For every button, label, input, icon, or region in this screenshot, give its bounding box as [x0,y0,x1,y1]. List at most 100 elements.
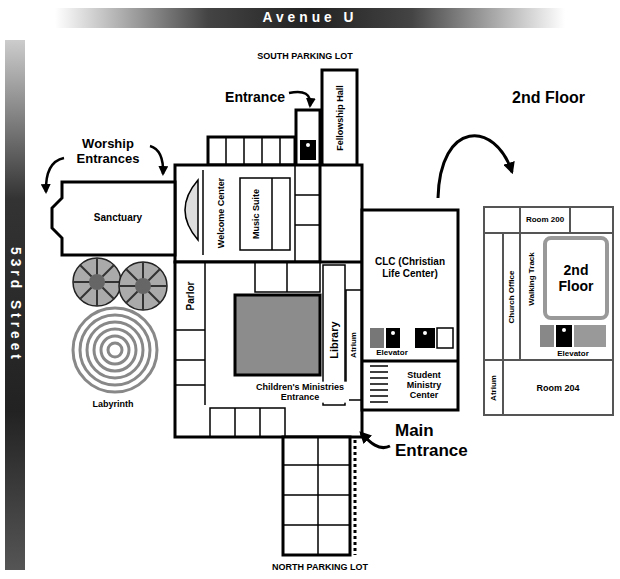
elevator-label: Elevator [375,348,409,357]
partition [255,262,320,292]
restroom-icon [300,140,316,160]
labyrinth [73,308,157,392]
room-label: Student Ministry Center [396,370,452,401]
partition [283,437,350,555]
wall [320,165,362,265]
restroom-icon [423,331,427,335]
labyrinth [87,322,143,378]
room-label: Library [328,293,341,387]
stage [185,180,198,240]
partition [235,408,260,437]
room: Room 200 [520,207,570,233]
street-band [5,40,25,570]
room: Atrium [484,360,503,415]
room: Fellowship Hall [324,72,356,164]
tree [73,258,121,306]
lot-label: SOUTH PARKING LOT [256,51,353,61]
labyrinth [80,315,150,385]
room: CLC (Christian Life Center) [364,212,456,322]
callout-arrow [46,158,64,192]
callout-arrow [361,433,390,448]
restroom-icon [391,331,395,335]
street-band: Avenue U [55,8,565,28]
elevator-icon [437,328,453,348]
room-label: Fellowship Hall [335,75,345,161]
room: Welcome Center [205,168,237,258]
labyrinth [101,336,129,364]
tree [119,262,167,310]
wall [175,262,362,437]
room-label: Atrium [489,363,498,412]
labyrinth [108,343,122,357]
room: Library [324,290,344,390]
room-label: Walking Track [527,237,536,321]
room: Walking Track [522,234,542,324]
wall [362,210,458,410]
restroom-icon [415,328,435,348]
entrance-label: Main Entrance [394,421,506,460]
street-band [55,8,565,28]
room: Student Ministry Center [392,363,456,408]
wall [208,137,295,165]
partition [484,233,613,415]
elevator-label: Elevator [556,349,590,358]
restroom-icon [386,328,400,348]
partition [286,262,288,292]
room: Room 204 [503,360,613,415]
partition [175,262,205,405]
walking-track: 2nd Floor [546,239,606,317]
room-label: Parlor [185,267,197,325]
street-band: 53rd Street [5,40,25,570]
wall [175,165,322,262]
labyrinth [94,329,136,371]
room-label: 53rd Street [7,205,23,405]
callout-arrow [438,136,512,198]
tree [89,274,105,290]
entrance-label: Children's Ministries Entrance [251,382,349,403]
elevator-icon [574,325,606,347]
room-label: Room 204 [507,382,609,392]
room-label: Music Suite [251,183,261,245]
walking-track [545,238,607,318]
floor-heading: 2nd Floor [489,89,609,107]
callout-arrow [150,146,163,174]
courtyard [235,295,320,375]
room-label: Room 200 [524,215,566,224]
room-label: Atrium [349,295,358,395]
entrance-label: Worship Entrances [67,137,149,167]
room-label: Church Office [507,237,516,357]
restroom-icon [556,325,572,347]
room-label: Welcome Center [216,171,226,255]
wall [322,70,357,167]
room-label: Sanctuary [68,212,168,224]
room: Sanctuary [64,200,172,236]
lot-label: NORTH PARKING LOT [271,562,369,572]
sidewalk [354,440,357,555]
wall [296,110,320,170]
partition [202,170,204,255]
room: Parlor [177,264,204,328]
stairs [370,366,388,402]
tree [119,262,167,310]
wall [283,437,350,555]
room-label: 2nd Floor [550,262,602,294]
wall [52,182,175,255]
restroom-icon [562,328,566,332]
tree [135,278,151,294]
room-label: Avenue U [59,10,561,26]
room-label: CLC (Christian Life Center) [374,256,446,279]
room: Church Office [503,234,520,360]
inset-frame [484,207,613,415]
partition [272,165,320,262]
callout-arrow [289,92,310,106]
wall [362,360,458,363]
room: Music Suite [242,180,270,248]
floor-inset: Room 200Church Office Walking Track 2nd Fl… [484,207,613,415]
feature-label: Labyrinth [91,399,134,409]
elevator-icon [370,328,384,348]
partition [520,207,570,233]
tree [73,258,121,306]
restroom-icon [306,143,310,147]
partition [226,137,280,165]
